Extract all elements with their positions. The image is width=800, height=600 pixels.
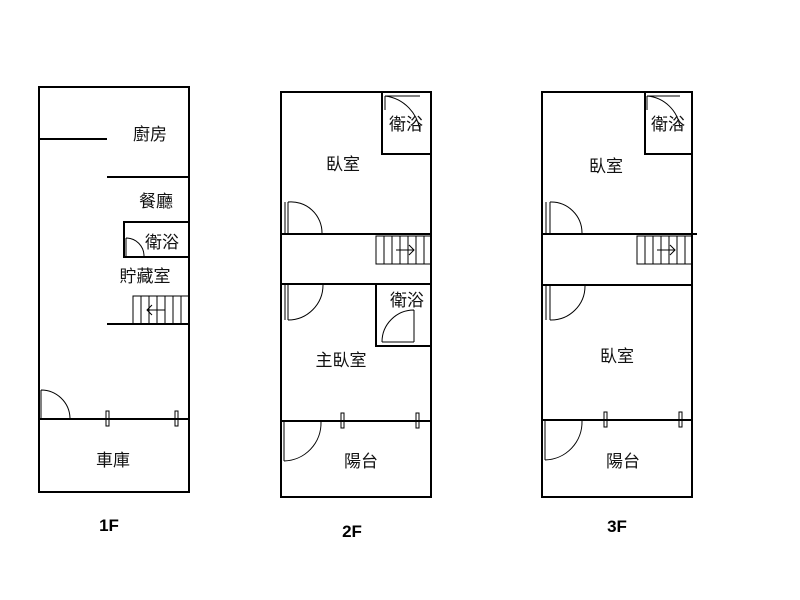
window-icon xyxy=(340,412,345,429)
room-bath-label: 衛浴 xyxy=(145,233,179,253)
bath-1f-box xyxy=(123,221,190,258)
bedroom-2f-door-icon xyxy=(287,201,323,234)
room-bath-label: 衛浴 xyxy=(389,115,423,135)
room-bedroom-label: 臥室 xyxy=(600,347,634,367)
window-icon xyxy=(603,411,608,428)
room-garage-label: 車庫 xyxy=(96,451,130,471)
bath-2f-top-box xyxy=(381,91,432,155)
garage-door-icon xyxy=(40,389,71,419)
floor-label-1f: 1F xyxy=(99,516,119,535)
window-icon xyxy=(415,412,420,429)
bath-2f-top-door-icon xyxy=(384,95,421,133)
room-dining-label: 餐廳 xyxy=(139,192,173,212)
room-kitchen-label: 廚房 xyxy=(133,124,167,145)
floor-label-3f: 3F xyxy=(607,517,627,536)
balcony-3f-door-icon xyxy=(544,420,583,461)
window-icon xyxy=(174,410,179,427)
balcony-2f-door-icon xyxy=(283,421,322,462)
floor-2f: 衛浴 臥室 衛浴 主臥室 陽台 2F xyxy=(280,91,432,541)
floor-1f-outline xyxy=(38,86,190,493)
floor-3f-outline xyxy=(541,91,693,498)
stairs-3f-icon xyxy=(636,235,693,265)
stairs-2f-icon xyxy=(375,235,432,265)
bath-1f-door-icon xyxy=(125,237,145,257)
bath-2f-mid-door-icon xyxy=(381,309,415,343)
room-bath-label: 衛浴 xyxy=(390,291,424,311)
room-balcony-label: 陽台 xyxy=(344,452,378,472)
room-master-label: 主臥室 xyxy=(316,351,367,371)
bath-3f-top-box xyxy=(644,91,693,155)
bedroom-3f-mid-door-icon xyxy=(549,285,586,321)
room-bedroom-label: 臥室 xyxy=(589,157,623,177)
room-bath-label: 衛浴 xyxy=(651,115,685,135)
floor-1f: 廚房 餐廳 衛浴 貯藏室 車庫 1F xyxy=(38,86,190,535)
master-door-icon xyxy=(287,284,324,321)
window-icon xyxy=(105,410,110,427)
floor-3f: 衛浴 臥室 臥室 陽台 3F xyxy=(541,91,697,536)
room-bedroom-label: 臥室 xyxy=(326,155,360,175)
window-icon xyxy=(678,411,683,428)
room-balcony-label: 陽台 xyxy=(606,452,640,472)
bedroom-3f-top-door-icon xyxy=(549,201,583,234)
floor-label-2f: 2F xyxy=(342,522,362,541)
room-storage-label: 貯藏室 xyxy=(120,267,171,287)
bath-2f-mid-box xyxy=(375,283,432,347)
bath-3f-top-door-icon xyxy=(646,95,681,129)
